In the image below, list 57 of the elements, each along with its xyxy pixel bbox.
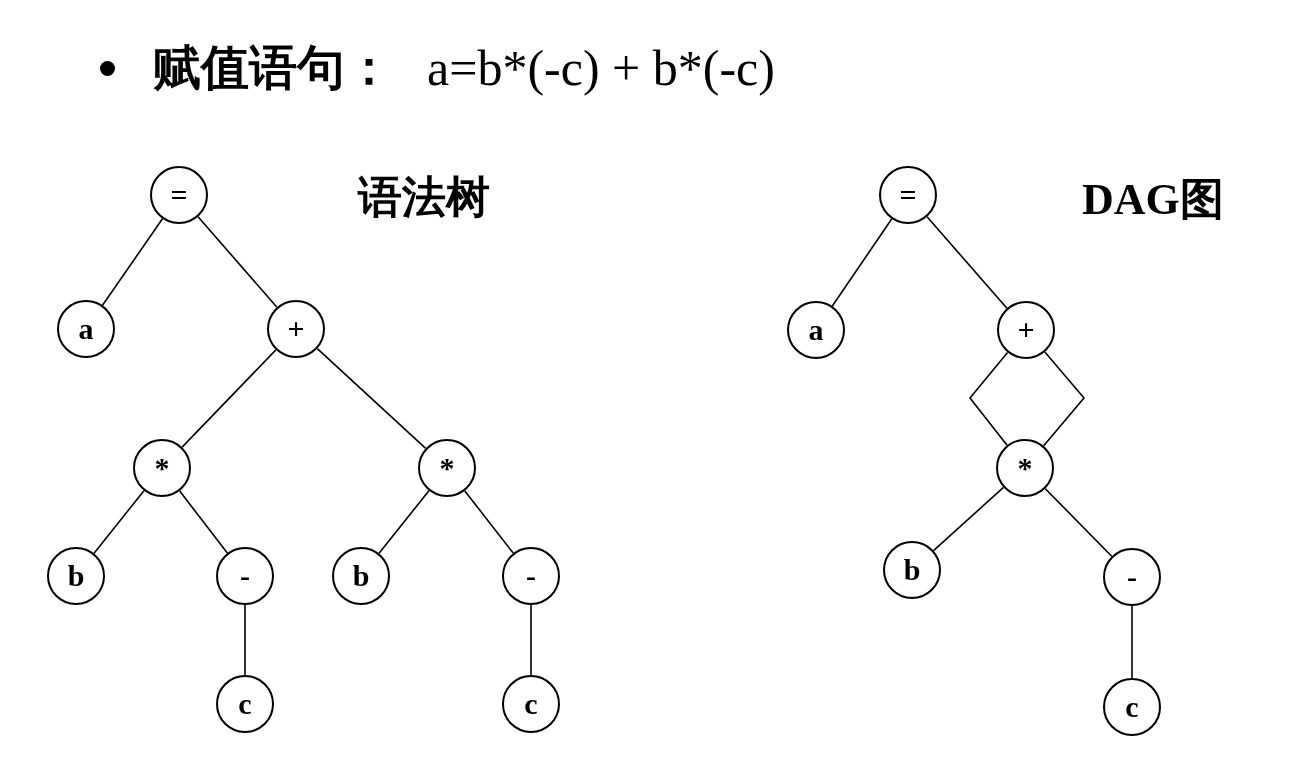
connector-line	[178, 490, 229, 554]
tree-node-circle	[787, 301, 845, 359]
connector-line	[101, 218, 164, 306]
connector-line	[464, 490, 514, 554]
connector-line	[831, 218, 893, 307]
node-label: =	[899, 180, 917, 210]
connector-line	[932, 486, 1005, 552]
tree-node-circle	[502, 547, 560, 605]
tree-node-circle	[879, 166, 937, 224]
connector-line	[1131, 605, 1133, 679]
node-label: =	[170, 180, 188, 210]
connector-line	[968, 351, 1009, 446]
connector-line	[181, 349, 277, 448]
node-label: +	[1017, 315, 1035, 345]
tree-node-circle	[997, 301, 1055, 359]
tree-node-circle	[47, 547, 105, 605]
tree-node-circle	[216, 675, 274, 733]
connector-line	[530, 604, 532, 676]
node-label: a	[808, 315, 824, 345]
diagram-heading: DAG图	[1082, 176, 1224, 225]
formula-text: a=b*(-c) + b*(-c)	[427, 39, 775, 98]
tree-node-circle	[267, 300, 325, 358]
tree-node-circle	[418, 439, 476, 497]
node-label: +	[287, 314, 305, 344]
connector-line	[244, 604, 246, 676]
tree-node-circle	[332, 547, 390, 605]
node-label: a	[78, 314, 94, 344]
title: 赋值语句：	[153, 39, 393, 97]
connector-line	[197, 216, 278, 308]
node-label: b	[352, 561, 370, 591]
node-label: *	[154, 453, 170, 483]
node-label: c	[524, 689, 538, 719]
diagram-heading: 语法树	[358, 173, 490, 222]
tree-node-circle	[502, 675, 560, 733]
node-label: b	[903, 555, 921, 585]
node-label: c	[1125, 692, 1139, 722]
connector-line	[1044, 487, 1113, 558]
node-label: -	[1127, 562, 1137, 592]
tree-node-circle	[883, 541, 941, 599]
node-label: *	[1017, 453, 1033, 483]
tree-node-circle	[996, 439, 1054, 497]
tree-node-circle	[57, 300, 115, 358]
node-label: -	[240, 561, 250, 591]
connector-line	[1042, 351, 1086, 447]
tree-node-circle	[216, 547, 274, 605]
tree-node-circle	[1103, 548, 1161, 606]
node-label: b	[67, 561, 85, 591]
node-label: *	[439, 453, 455, 483]
node-label: -	[526, 561, 536, 591]
tree-node-circle	[133, 439, 191, 497]
tree-node-circle	[150, 166, 208, 224]
connector-line	[93, 489, 145, 555]
connector-line	[378, 489, 430, 555]
node-label: c	[238, 689, 252, 719]
connector-line	[926, 216, 1008, 309]
tree-node-circle	[1103, 678, 1161, 736]
connector-line	[316, 347, 427, 450]
